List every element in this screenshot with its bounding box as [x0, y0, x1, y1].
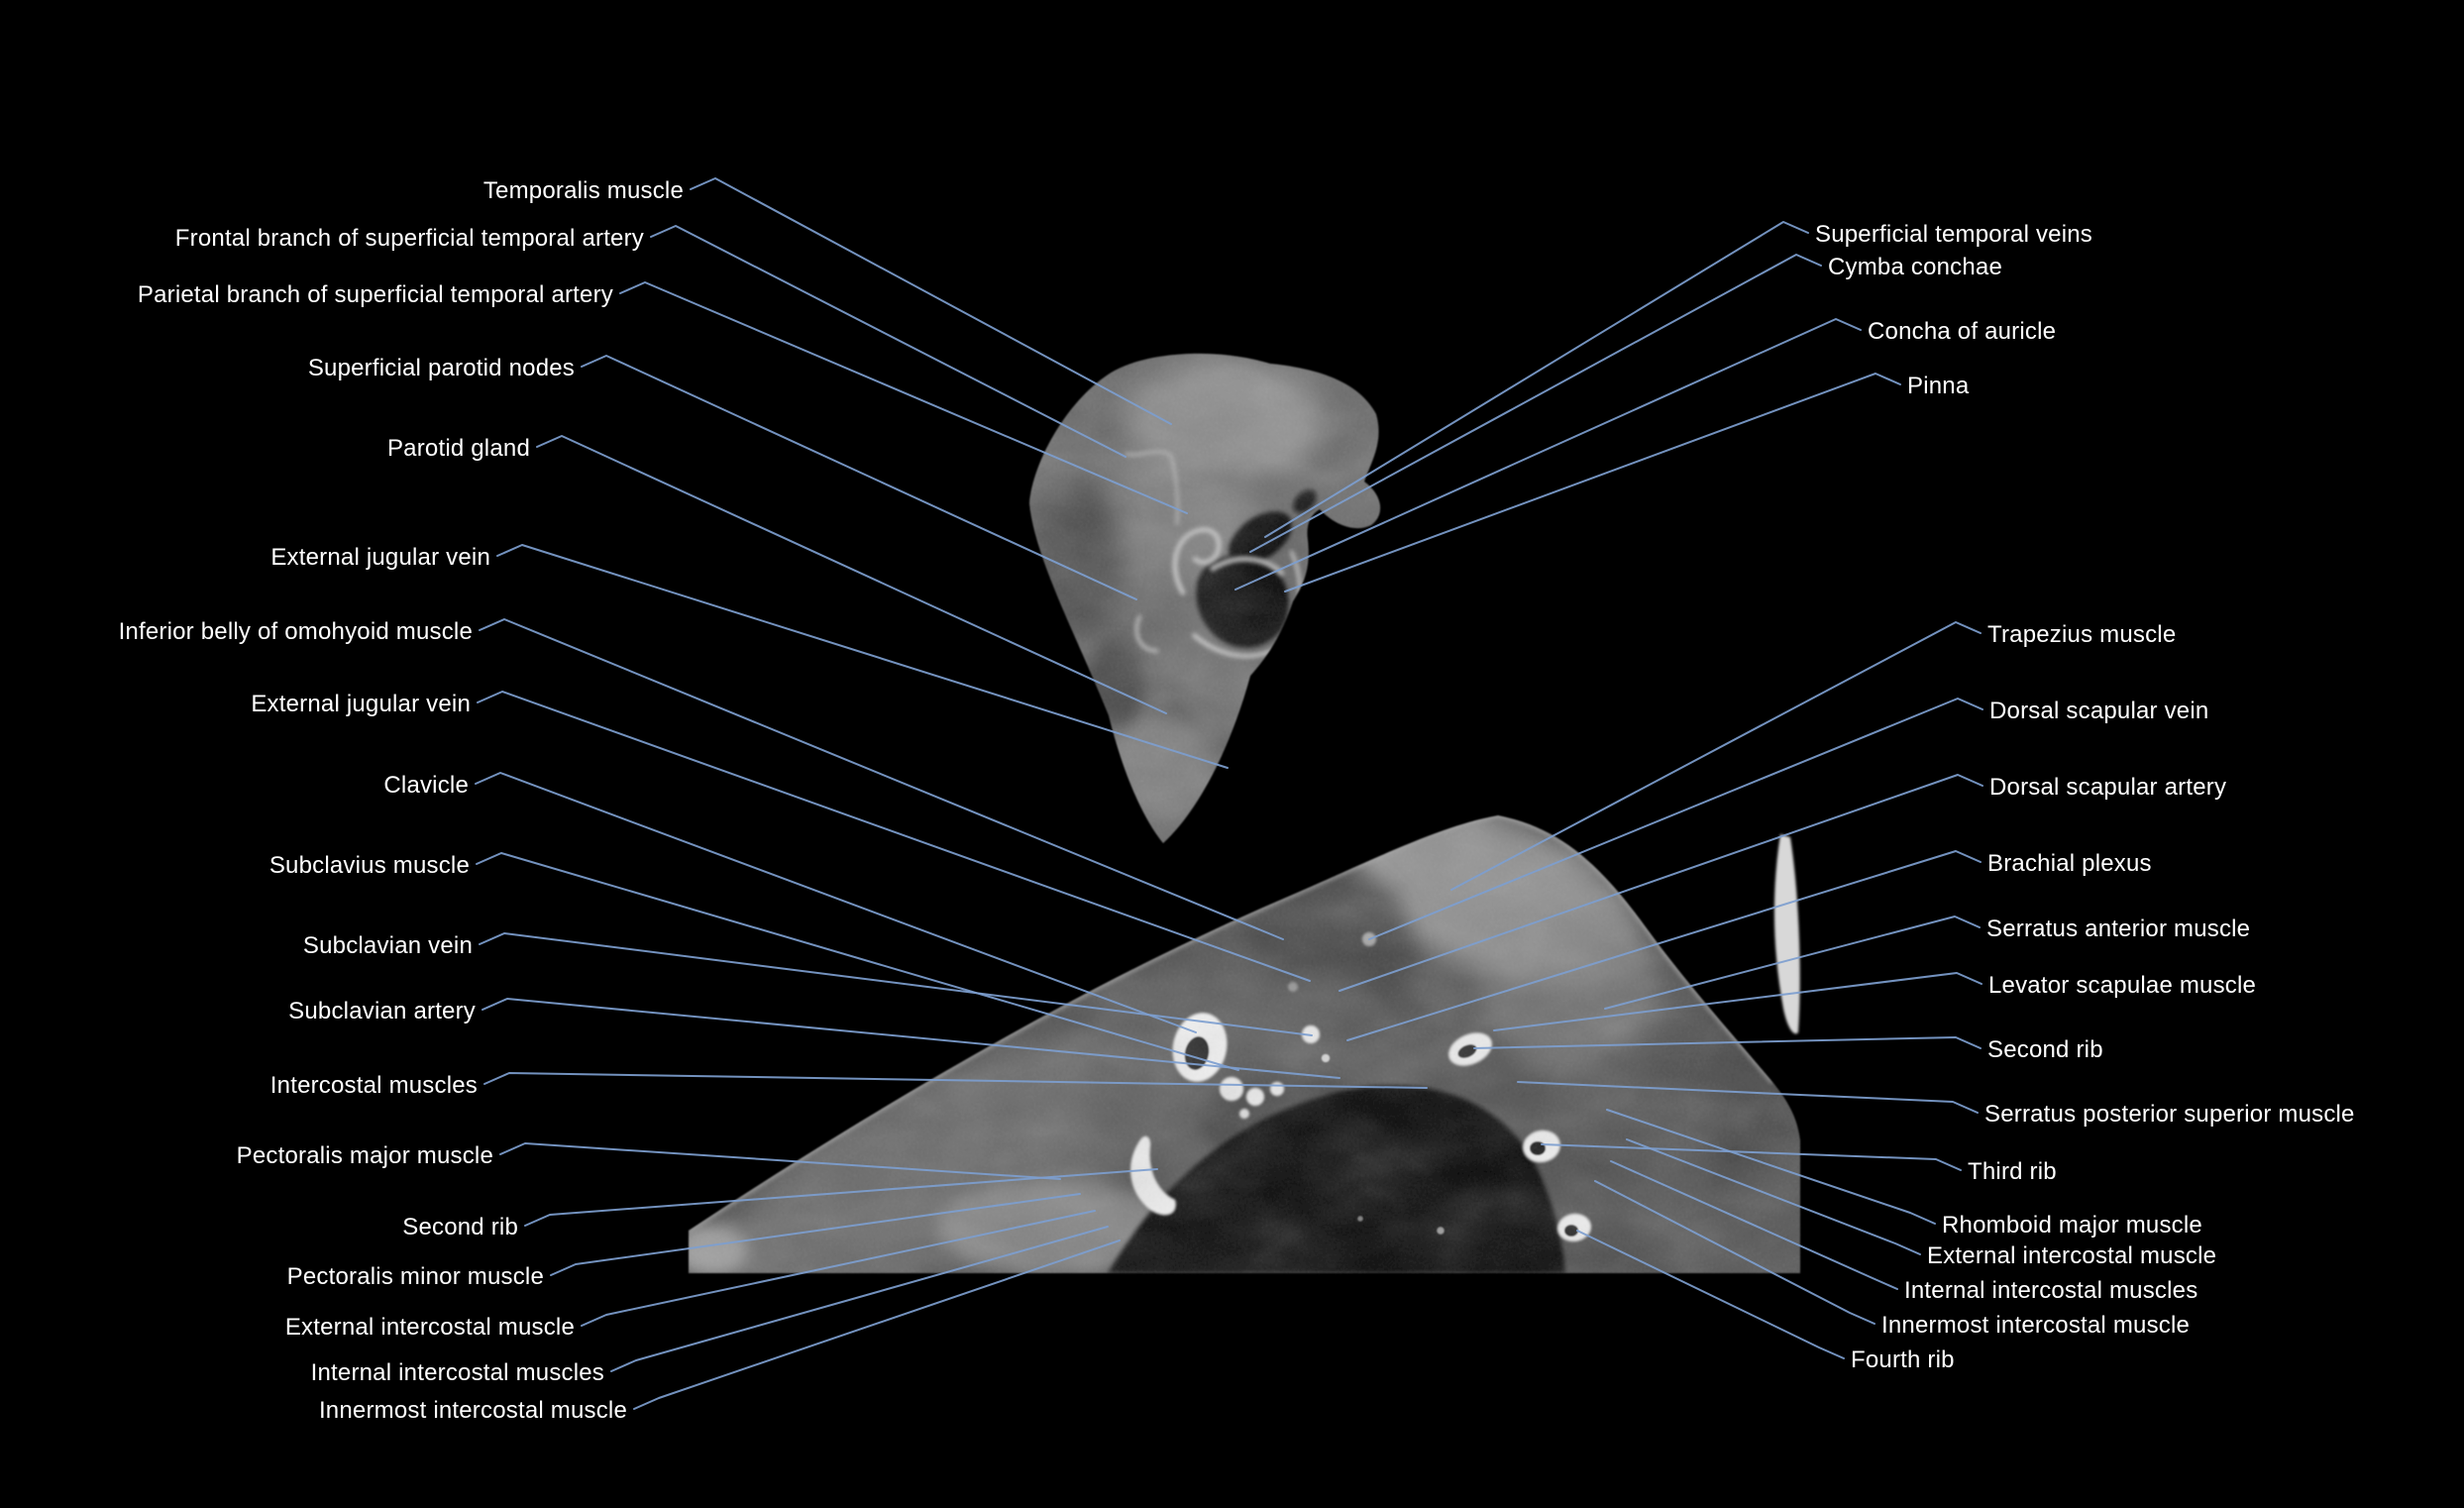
- leader-line: [1626, 1138, 1921, 1255]
- anatomy-label: Frontal branch of superficial temporal a…: [174, 225, 644, 252]
- leader-line: [482, 998, 1340, 1079]
- anatomy-label: Third rib: [1968, 1158, 2057, 1185]
- leader-line: [690, 177, 1172, 425]
- anatomy-label: Levator scapulae muscle: [1988, 972, 2257, 999]
- anatomy-label: Subclavian vein: [302, 932, 473, 959]
- leader-line: [1368, 698, 1983, 940]
- anatomy-label: Innermost intercostal muscle: [318, 1397, 627, 1424]
- anatomy-label: Superficial temporal veins: [1815, 221, 2092, 248]
- anatomy-label: Parotid gland: [386, 435, 530, 462]
- anatomy-label: Brachial plexus: [1987, 850, 2152, 877]
- anatomy-label: Pectoralis minor muscle: [286, 1263, 544, 1290]
- anatomy-label: Second rib: [402, 1214, 518, 1240]
- leader-line: [1493, 972, 1982, 1031]
- anatomy-label: External jugular vein: [270, 544, 490, 571]
- leader-line: [550, 1193, 1081, 1276]
- leader-line: [1610, 1160, 1898, 1290]
- anatomy-label: Fourth rib: [1851, 1346, 1955, 1373]
- leader-line: [1339, 774, 1983, 992]
- anatomy-label: Inferior belly of omohyoid muscle: [118, 618, 473, 645]
- leader-line: [650, 225, 1126, 458]
- anatomy-label: Pectoralis major muscle: [236, 1142, 493, 1169]
- leader-line: [1473, 1036, 1982, 1049]
- bone-scapula-blade: [1773, 834, 1800, 1034]
- leader-line: [1450, 621, 1982, 891]
- anatomy-label: Pinna: [1907, 373, 1970, 399]
- leader-line: [619, 281, 1188, 514]
- leader-line: [581, 355, 1137, 600]
- anatomy-label: Temporalis muscle: [482, 177, 684, 204]
- anatomy-label: External intercostal muscle: [284, 1314, 575, 1341]
- anatomy-label: Serratus posterior superior muscle: [1984, 1101, 2355, 1128]
- anatomy-label: Superficial parotid nodes: [307, 355, 575, 381]
- anatomy-label: Clavicle: [383, 772, 469, 799]
- anatomy-label: Trapezius muscle: [1987, 621, 2177, 648]
- leader-line: [479, 618, 1284, 940]
- leader-line: [1606, 1109, 1936, 1225]
- leader-line: [1576, 1230, 1845, 1359]
- leader-line: [1346, 850, 1982, 1041]
- anatomy-label: External jugular vein: [251, 691, 471, 717]
- leader-line: [1594, 1180, 1875, 1325]
- anatomy-label: Internal intercostal muscles: [310, 1359, 604, 1386]
- anatomy-label: External intercostal muscle: [1927, 1242, 2217, 1269]
- leader-line: [475, 772, 1197, 1033]
- anatomy-label: Intercostal muscles: [269, 1072, 478, 1099]
- anatomy-label: Subclavius muscle: [268, 852, 470, 879]
- leader-line: [1604, 916, 1981, 1010]
- leader-line: [581, 1210, 1096, 1327]
- leader-line: [476, 852, 1239, 1071]
- anatomy-label: Dorsal scapular vein: [1989, 698, 2209, 724]
- leader-line: [536, 435, 1167, 714]
- anatomy-label: Internal intercostal muscles: [1904, 1277, 2198, 1304]
- leader-line: [499, 1142, 1061, 1180]
- leader-line: [1517, 1081, 1979, 1114]
- leader-line: [1284, 373, 1901, 592]
- leader-line: [524, 1168, 1158, 1227]
- anatomy-label: Parietal branch of superficial temporal …: [137, 281, 613, 308]
- leader-line: [1541, 1143, 1962, 1171]
- anatomy-label: Subclavian artery: [288, 998, 476, 1024]
- anatomy-label: Serratus anterior muscle: [1986, 916, 2251, 942]
- leader-line: [633, 1239, 1121, 1410]
- leader-line: [610, 1226, 1109, 1372]
- anatomy-label: Second rib: [1987, 1036, 2103, 1063]
- leader-line: [1234, 318, 1862, 591]
- leader-line: [479, 932, 1313, 1036]
- leader-line: [1264, 221, 1809, 538]
- anatomy-label: Rhomboid major muscle: [1942, 1212, 2202, 1239]
- anatomy-label: Innermost intercostal muscle: [1881, 1312, 2191, 1339]
- anatomy-label: Dorsal scapular artery: [1989, 774, 2227, 801]
- anatomy-label: Concha of auricle: [1868, 318, 2057, 345]
- leader-line: [1249, 254, 1822, 553]
- anatomy-label: Cymba conchae: [1828, 254, 2003, 280]
- leader-line: [477, 691, 1311, 982]
- leader-line: [483, 1072, 1428, 1089]
- leader-line: [496, 544, 1229, 769]
